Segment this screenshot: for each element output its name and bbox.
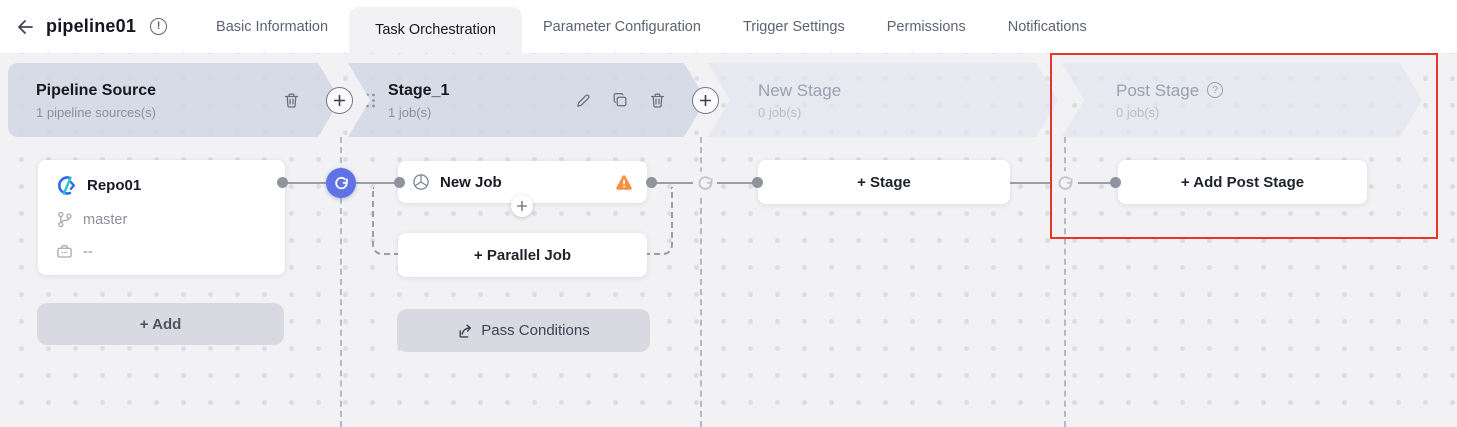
stage-title-text: Post Stage <box>1116 80 1200 100</box>
stage-actions <box>574 91 666 109</box>
stage-separator <box>1064 137 1066 427</box>
trash-icon <box>649 92 666 109</box>
briefcase-icon <box>57 245 72 258</box>
connector-line <box>1010 182 1052 184</box>
pass-conditions-label: Pass Conditions <box>481 322 590 339</box>
stage-banner-post-stage: Post Stage ? 0 job(s) <box>1062 63 1422 137</box>
warning-triangle-icon <box>616 174 632 190</box>
stage-actions <box>282 91 300 109</box>
stage-banner-stage1: Stage_1 1 job(s) <box>348 63 706 137</box>
git-branch-icon <box>58 211 72 228</box>
tab-bar: Basic Information Task Orchestration Par… <box>195 0 1108 53</box>
add-post-stage-label: + Add Post Stage <box>1180 173 1305 191</box>
repo-branch: master <box>83 211 128 228</box>
connector-line <box>1078 182 1117 184</box>
help-glyph: ? <box>1212 84 1218 96</box>
add-source-label: + Add <box>139 315 182 333</box>
pipeline-title: pipeline01 <box>46 16 137 36</box>
copy-stage-button[interactable] <box>611 91 629 109</box>
add-post-stage-button[interactable]: + Add Post Stage <box>1118 160 1367 204</box>
plus-icon <box>517 201 527 211</box>
stage-banner-new-stage: New Stage 0 job(s) <box>708 63 1058 137</box>
arrow-left-icon <box>18 19 33 34</box>
parallel-job-label: + Parallel Job <box>473 246 572 264</box>
repo-branch-row: master <box>56 211 267 228</box>
connector-dot <box>394 177 405 188</box>
edit-stage-button[interactable] <box>574 91 592 109</box>
back-button[interactable] <box>14 16 36 38</box>
tab-basic-information[interactable]: Basic Information <box>216 18 329 35</box>
stage-subtitle: 0 job(s) <box>758 104 802 120</box>
repo-tag: -- <box>83 243 93 260</box>
stage-title: Stage_1 <box>388 81 450 99</box>
repo-name-row: Repo01 <box>56 175 267 196</box>
tab-parameter-configuration[interactable]: Parameter Configuration <box>542 18 701 35</box>
connector-dot <box>1110 177 1121 188</box>
stage-banner-pipeline-source: Pipeline Source 1 pipeline sources(s) <box>8 63 340 137</box>
stage-title: Post Stage ? <box>1116 81 1223 100</box>
tab-permissions[interactable]: Permissions <box>886 18 966 35</box>
parallel-branch-line <box>647 187 673 255</box>
source-sync-button[interactable] <box>326 168 356 198</box>
stage-subtitle: 1 job(s) <box>388 104 432 120</box>
pass-conditions-button[interactable]: Pass Conditions <box>397 309 650 352</box>
parallel-job-button[interactable]: + Parallel Job <box>398 233 647 277</box>
connector-dot <box>646 177 657 188</box>
pass-conditions-icon <box>459 324 472 338</box>
connector-dot <box>752 177 763 188</box>
copy-icon <box>612 92 628 108</box>
tab-task-orchestration[interactable]: Task Orchestration <box>349 7 522 53</box>
alert-glyph: ! <box>156 20 161 32</box>
repo-tag-row: -- <box>56 243 267 260</box>
tab-trigger-settings[interactable]: Trigger Settings <box>742 18 845 35</box>
stage-subtitle: 0 job(s) <box>1116 104 1160 120</box>
drag-dots-icon <box>365 92 376 109</box>
topbar: pipeline01 ! Basic Information Task Orch… <box>0 0 1457 53</box>
stage-banner-text: New Stage 0 job(s) <box>758 81 841 120</box>
connector-dot <box>277 177 288 188</box>
refresh-icon <box>334 176 348 189</box>
refresh-icon <box>698 175 712 190</box>
stage-transition-button[interactable] <box>1053 171 1077 195</box>
alert-circle-icon[interactable]: ! <box>150 18 168 35</box>
stage-title: Pipeline Source <box>36 81 157 99</box>
connector-line <box>655 182 693 184</box>
add-job-button[interactable] <box>511 195 533 217</box>
add-stage-after-stage1-button[interactable] <box>692 87 719 114</box>
stage-transition-button[interactable] <box>693 171 717 195</box>
orchestration-canvas: Pipeline Source 1 pipeline sources(s) <box>0 53 1457 427</box>
help-circle-icon[interactable]: ? <box>1207 82 1223 98</box>
stage-separator <box>700 137 702 427</box>
connector-line <box>355 182 399 184</box>
trash-icon <box>283 92 300 109</box>
stage-banner-text: Pipeline Source 1 pipeline sources(s) <box>36 81 156 120</box>
repo-source-card[interactable]: Repo01 master -- <box>38 160 285 275</box>
stage-separator <box>340 137 342 427</box>
delete-stage-button[interactable] <box>282 91 300 109</box>
tab-notifications[interactable]: Notifications <box>1007 18 1087 35</box>
plus-icon <box>334 95 345 106</box>
stage-subtitle: 1 pipeline sources(s) <box>36 104 156 120</box>
job-type-icon <box>413 174 429 190</box>
refresh-icon <box>1058 175 1072 190</box>
job-name: New Job <box>440 173 502 191</box>
parallel-branch-line <box>372 187 398 255</box>
codearts-repo-logo-icon <box>58 176 76 195</box>
drag-handle[interactable] <box>365 92 376 109</box>
stage-banner-text: Post Stage ? 0 job(s) <box>1116 81 1223 120</box>
add-source-button[interactable]: + Add <box>37 303 284 345</box>
connector-line <box>284 182 327 184</box>
job-warning[interactable] <box>615 174 633 191</box>
pencil-icon <box>575 92 592 109</box>
add-stage-after-source-button[interactable] <box>326 87 353 114</box>
stage-title: New Stage <box>758 80 842 100</box>
stage-banner-text: Stage_1 1 job(s) <box>388 81 449 120</box>
add-stage-job-button[interactable]: + Stage <box>758 160 1010 204</box>
delete-stage-button[interactable] <box>648 91 666 109</box>
plus-icon <box>700 95 711 106</box>
connector-line <box>716 182 757 184</box>
stage-button-label: + Stage <box>857 173 911 191</box>
repo-name: Repo01 <box>87 177 142 194</box>
